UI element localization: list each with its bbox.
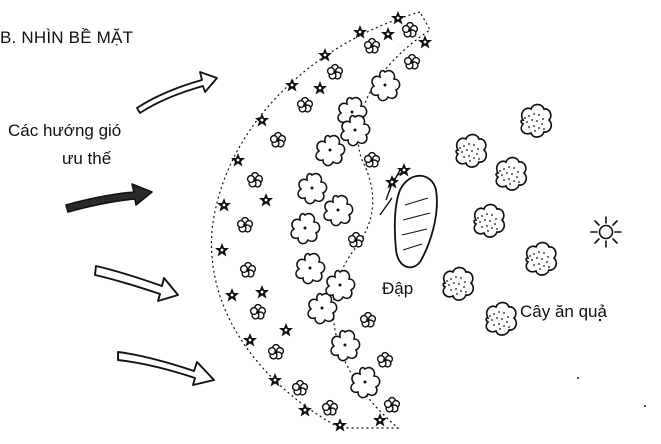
fruit-tree-icon [443,268,473,301]
fruit-tree-icon [521,105,551,138]
fruit-tree-icon [474,205,504,238]
sun-icon [591,217,621,247]
wind-arrow-icon [95,266,178,301]
wind-arrow-icon [137,72,217,113]
fruit-trees-label: Cây ăn quả [520,302,607,322]
fruit-tree-icon [486,303,516,336]
fruit-tree-icon [496,158,526,191]
dam-label: Đập [382,279,413,299]
fruit-tree-group [443,105,556,336]
fruit-tree-icon [526,243,556,276]
fruit-tree-icon [456,135,486,168]
dam-strip [380,163,437,267]
wind-label-line2: ưu thế [62,149,111,169]
wind-arrow-icon [118,352,214,385]
wind-label-line1: Các hướng gió [8,121,121,141]
wind-arrow-icon [66,184,152,212]
page-title: B. NHÌN BỀ MẶT [0,28,133,48]
